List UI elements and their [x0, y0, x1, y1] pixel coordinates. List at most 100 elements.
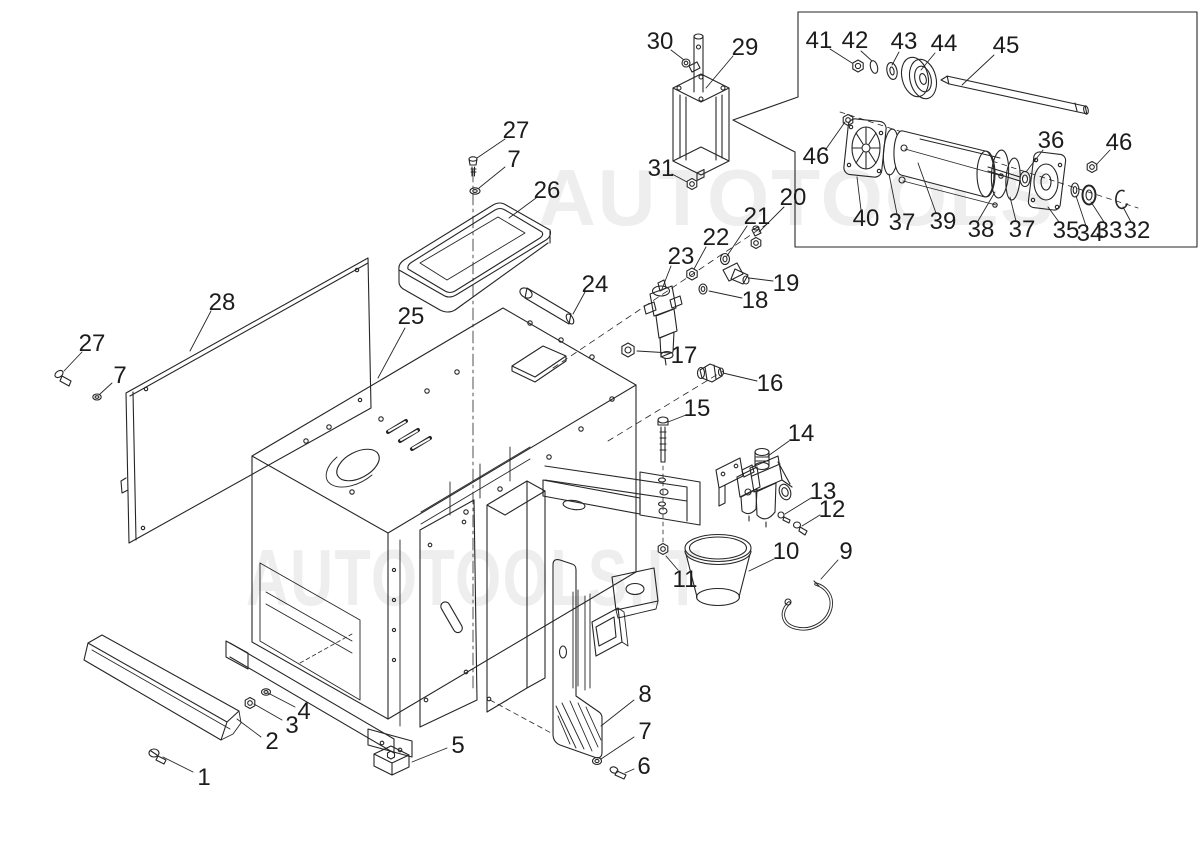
main-cabinet — [225, 221, 771, 758]
part-label-22: 22 — [702, 224, 730, 251]
part-label-32: 32 — [1123, 217, 1151, 244]
tray-screw-washer — [468, 156, 481, 691]
pulley — [900, 56, 938, 100]
panel-screw-washer — [54, 369, 102, 401]
leader-line-15 — [667, 414, 687, 423]
leader-line-11 — [665, 555, 679, 571]
top-tray — [398, 202, 552, 313]
part-label-2: 2 — [265, 728, 279, 755]
leader-line-41 — [829, 48, 853, 64]
motor-end-plate-right — [1027, 151, 1067, 211]
part-label-25: 25 — [397, 303, 425, 330]
part-label-34: 34 — [1076, 220, 1104, 247]
leader-line-19 — [748, 277, 774, 282]
leader-line-34 — [1075, 195, 1087, 227]
cylinder-barrel — [893, 130, 1021, 208]
leader-line-7 — [99, 382, 113, 395]
part-label-27: 27 — [502, 117, 530, 144]
leader-line-46 — [825, 121, 846, 150]
watermark-bottom: AUTOTOOLS.IT — [246, 533, 703, 622]
leader-line-26 — [508, 197, 537, 219]
part-label-18: 18 — [741, 287, 769, 314]
part-label-4: 4 — [297, 698, 311, 725]
leader-line-38 — [977, 191, 996, 222]
part-label-46: 46 — [802, 143, 830, 170]
part-label-26: 26 — [533, 177, 561, 204]
air-fittings — [519, 225, 762, 383]
leader-line-37 — [1009, 196, 1017, 222]
leader-line-33 — [1090, 201, 1105, 223]
leader-line-7 — [478, 166, 506, 189]
pedal-bracket — [552, 559, 629, 780]
part-label-14: 14 — [787, 420, 815, 447]
leader-line-9 — [820, 559, 839, 580]
leader-line-4 — [267, 692, 296, 708]
part-label-23: 23 — [667, 243, 695, 270]
mount-bolt — [657, 416, 669, 556]
part-label-15: 15 — [683, 395, 711, 422]
part-label-42: 42 — [841, 27, 869, 54]
part-label-17: 17 — [670, 342, 698, 369]
part-label-11: 11 — [672, 566, 698, 593]
part-label-13: 13 — [809, 478, 837, 505]
leader-line-35 — [1047, 206, 1060, 223]
leader-line-13 — [784, 497, 812, 515]
part-label-39: 39 — [929, 208, 957, 235]
leader-line-24 — [572, 291, 586, 315]
part-label-43: 43 — [890, 28, 918, 55]
part-label-37: 37 — [1008, 216, 1036, 243]
leader-line-6 — [624, 768, 635, 774]
leader-line-42 — [860, 50, 873, 62]
leader-line-1 — [162, 756, 194, 773]
rubber-foot — [373, 745, 410, 776]
part-label-41: 41 — [805, 27, 833, 54]
side-panel — [120, 257, 372, 544]
part-label-44: 44 — [930, 30, 958, 57]
part-label-7: 7 — [638, 718, 652, 745]
leader-line-31 — [671, 173, 688, 183]
callout-leader-lines — [63, 48, 1132, 774]
leader-line-46 — [1095, 149, 1111, 166]
part-label-6: 6 — [637, 753, 651, 780]
part-label-37: 37 — [888, 209, 916, 236]
leader-line-5 — [411, 747, 448, 763]
motor-end-plate-left — [843, 118, 887, 178]
leader-line-12 — [801, 514, 821, 527]
drive-shaft — [940, 75, 1089, 115]
part-label-24: 24 — [581, 271, 609, 298]
inset-box — [732, 11, 1198, 248]
leader-line-17 — [636, 350, 672, 354]
leader-line-40 — [856, 176, 862, 211]
leader-line-14 — [767, 440, 790, 457]
part-label-12: 12 — [818, 496, 846, 523]
part-label-19: 19 — [772, 270, 800, 297]
part-label-3: 3 — [285, 712, 299, 739]
part-label-29: 29 — [731, 34, 759, 61]
leader-line-16 — [722, 372, 758, 382]
part-label-33: 33 — [1095, 217, 1123, 244]
leader-line-39 — [917, 162, 937, 214]
frl-unit — [715, 447, 808, 536]
leader-line-36 — [1025, 149, 1044, 173]
part-label-7: 7 — [113, 362, 127, 389]
leader-line-22 — [693, 246, 707, 270]
part-label-28: 28 — [208, 289, 236, 316]
leader-line-25 — [377, 327, 406, 379]
leader-line-28 — [189, 310, 212, 352]
leader-line-29 — [705, 55, 734, 89]
leader-line-43 — [891, 51, 900, 66]
pedal-cover — [83, 634, 272, 765]
part-label-10: 10 — [772, 538, 800, 565]
part-label-30: 30 — [646, 28, 674, 55]
leader-line-37 — [888, 173, 898, 215]
part-label-9: 9 — [839, 538, 853, 565]
leader-line-44 — [920, 52, 936, 71]
part-label-36: 36 — [1037, 127, 1065, 154]
air-cylinder — [672, 33, 730, 191]
part-label-35: 35 — [1052, 217, 1080, 244]
part-label-8: 8 — [638, 681, 652, 708]
leader-line-3 — [253, 703, 283, 721]
leader-line-23 — [661, 265, 672, 290]
